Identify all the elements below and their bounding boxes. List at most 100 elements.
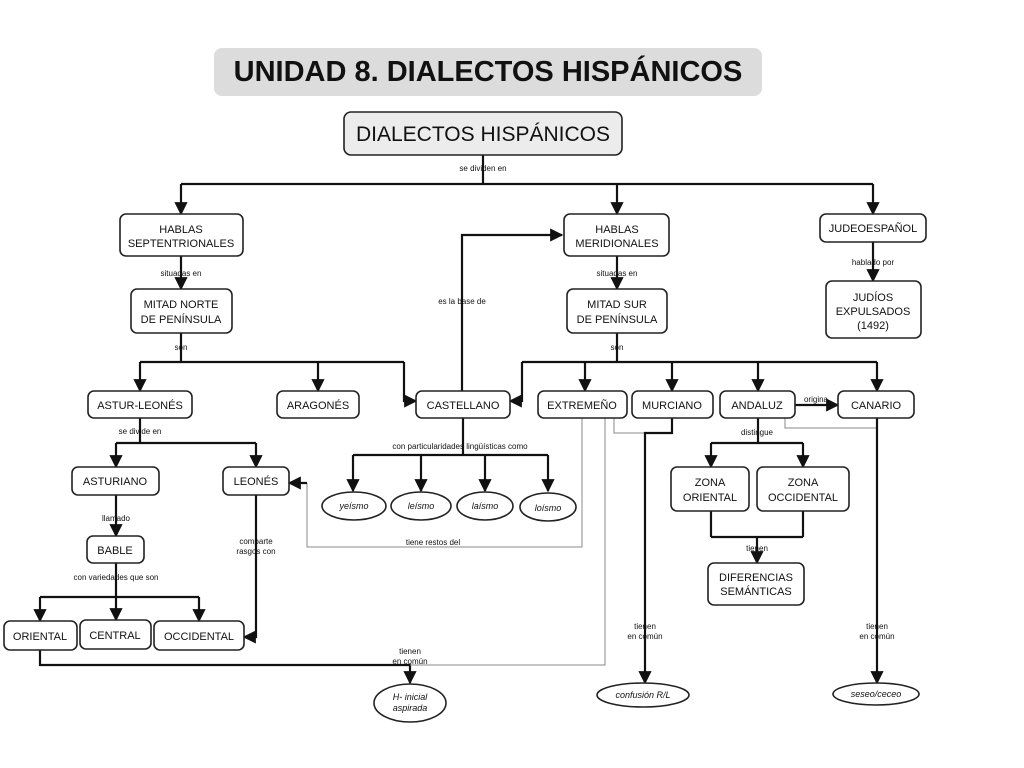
node-andaluz-label: ANDALUZ — [731, 400, 783, 412]
node-zona-oriental: ZONA ORIENTAL — [670, 466, 750, 512]
edge-castellano-meridionales — [460, 228, 564, 391]
node-judios-line1: JUDÍOS — [853, 291, 893, 304]
node-diferencias: DIFERENCIAS SEMÁNTICAS — [707, 562, 805, 606]
edge-extremeno-confusion — [613, 418, 672, 434]
label-llamado: llamado — [102, 514, 131, 523]
node-seseo-label: seseo/ceceo — [851, 689, 902, 699]
label-tienen-comun-rl-line1: tienen — [634, 622, 656, 631]
node-diferencias-line1: DIFERENCIAS — [719, 572, 793, 584]
label-tienen: tienen — [746, 544, 768, 553]
node-zona-oriental-line2: ORIENTAL — [683, 492, 737, 504]
label-comparte-line2: rasgos con — [236, 547, 275, 556]
node-root-label: DIALECTOS HISPÁNICOS — [356, 123, 610, 146]
node-castellano: CASTELLANO — [415, 390, 511, 419]
edge-extremeno-leones — [306, 418, 583, 548]
label-situadas-en-sur: situadas en — [597, 269, 638, 278]
node-judeoespanol-label: JUDEOESPAÑOL — [829, 222, 917, 235]
node-laismo-label: laísmo — [472, 501, 499, 511]
label-situadas-en-norte: situadas en — [161, 269, 202, 278]
node-judeoespanol: JUDEOESPAÑOL — [819, 213, 927, 243]
node-leones: LEONÉS — [222, 466, 290, 496]
label-se-divide-en: se divide en — [119, 427, 162, 436]
node-zona-oriental-line1: ZONA — [695, 477, 726, 489]
label-son-norte: son — [175, 343, 188, 352]
node-bable: BABLE — [86, 535, 145, 564]
node-meridionales: HABLAS MERIDIONALES — [563, 213, 670, 257]
node-seseo: seseo/ceceo — [832, 682, 920, 706]
node-asturiano: ASTURIANO — [71, 466, 160, 496]
node-occidental: OCCIDENTAL — [153, 620, 245, 651]
label-tienen-comun-seseo-line1: tienen — [866, 622, 888, 631]
node-laismo: laísmo — [456, 491, 514, 521]
edge-leones-occidental — [242, 495, 258, 644]
edge-labels: se dividen en situadas en situadas en ha… — [74, 164, 895, 666]
node-central-label: CENTRAL — [89, 630, 140, 642]
node-confusion-label: confusión R/L — [615, 690, 670, 700]
node-sur: MITAD SUR DE PENÍNSULA — [566, 288, 668, 334]
edge-to-castellano-norte — [402, 362, 418, 408]
node-root: DIALECTOS HISPÁNICOS — [343, 111, 623, 156]
label-distingue: distingue — [741, 428, 774, 437]
edges — [33, 155, 884, 685]
node-zona-occidental: ZONA OCCIDENTAL — [756, 466, 850, 512]
node-oriental-label: ORIENTAL — [13, 631, 67, 643]
node-andaluz: ANDALUZ — [719, 390, 796, 419]
node-asturleones-label: ASTUR-LEONÉS — [97, 399, 183, 412]
label-tienen-comun-seseo-line2: en común — [859, 632, 894, 641]
node-extremeno-label: EXTREMEÑO — [547, 399, 617, 412]
node-norte: MITAD NORTE DE PENÍNSULA — [130, 288, 233, 334]
node-septentrionales-line2: SEPTENTRIONALES — [128, 238, 234, 250]
node-murciano: MURCIANO — [631, 390, 714, 419]
edge-extremeno-h — [410, 418, 606, 666]
label-con-variedades: con variedades que son — [74, 573, 159, 582]
edge-to-castellano-sur — [508, 362, 524, 408]
node-meridionales-line1: HABLAS — [595, 224, 638, 236]
node-h-inicial-line1: H- inicial — [393, 692, 429, 702]
node-judios: JUDÍOS EXPULSADOS (1492) — [825, 280, 922, 339]
node-extremeno: EXTREMEÑO — [537, 390, 628, 419]
node-sur-line1: MITAD SUR — [587, 299, 647, 311]
node-norte-line2: DE PENÍNSULA — [141, 313, 222, 326]
node-occidental-label: OCCIDENTAL — [164, 631, 234, 643]
node-judios-line3: (1492) — [857, 320, 889, 332]
node-loismo: loísmo — [519, 492, 577, 522]
node-zona-occidental-line1: ZONA — [788, 477, 819, 489]
node-septentrionales: HABLAS SEPTENTRIONALES — [119, 213, 244, 257]
node-aragones-label: ARAGONÉS — [287, 399, 349, 412]
label-son-sur: son — [611, 343, 624, 352]
label-es-la-base-de: es la base de — [438, 297, 486, 306]
label-comparte-line1: comparte — [239, 537, 273, 546]
node-aragones: ARAGONÉS — [276, 390, 360, 419]
edge-oriental-h — [38, 650, 417, 685]
node-asturiano-label: ASTURIANO — [83, 476, 148, 488]
node-central: CENTRAL — [79, 619, 152, 650]
node-yeismo: yeísmo — [321, 491, 387, 521]
node-leismo-label: leísmo — [408, 501, 435, 511]
node-sur-line2: DE PENÍNSULA — [577, 313, 658, 326]
node-h-inicial-line2: aspirada — [393, 703, 428, 713]
page-title: UNIDAD 8. DIALECTOS HISPÁNICOS — [214, 48, 762, 96]
node-judios-line2: EXPULSADOS — [836, 306, 911, 318]
label-tiene-restos: tiene restos del — [406, 538, 460, 547]
edge-andaluz-seseo — [784, 418, 877, 429]
node-meridionales-line2: MERIDIONALES — [575, 238, 658, 250]
node-castellano-label: CASTELLANO — [427, 400, 500, 412]
label-origina: origina — [804, 395, 829, 404]
label-tienen-comun-rl-line2: en común — [627, 632, 662, 641]
label-se-dividen-en: se dividen en — [459, 164, 506, 173]
node-loismo-label: loísmo — [535, 503, 562, 513]
node-zona-occidental-line2: OCCIDENTAL — [768, 492, 838, 504]
node-h-inicial: H- inicial aspirada — [373, 683, 447, 723]
node-asturleones: ASTUR-LEONÉS — [87, 390, 193, 419]
node-canario-label: CANARIO — [851, 400, 902, 412]
node-leismo: leísmo — [390, 491, 452, 521]
label-particularidades: con particularidades lingüísticas como — [392, 442, 528, 451]
node-leones-label: LEONÉS — [234, 475, 279, 488]
node-septentrionales-line1: HABLAS — [159, 224, 202, 236]
label-tienen-comun-h-line2: en común — [392, 657, 427, 666]
node-confusion: confusión R/L — [596, 682, 690, 708]
node-bable-label: BABLE — [97, 545, 132, 557]
node-murciano-label: MURCIANO — [642, 400, 702, 412]
node-canario: CANARIO — [837, 390, 915, 419]
